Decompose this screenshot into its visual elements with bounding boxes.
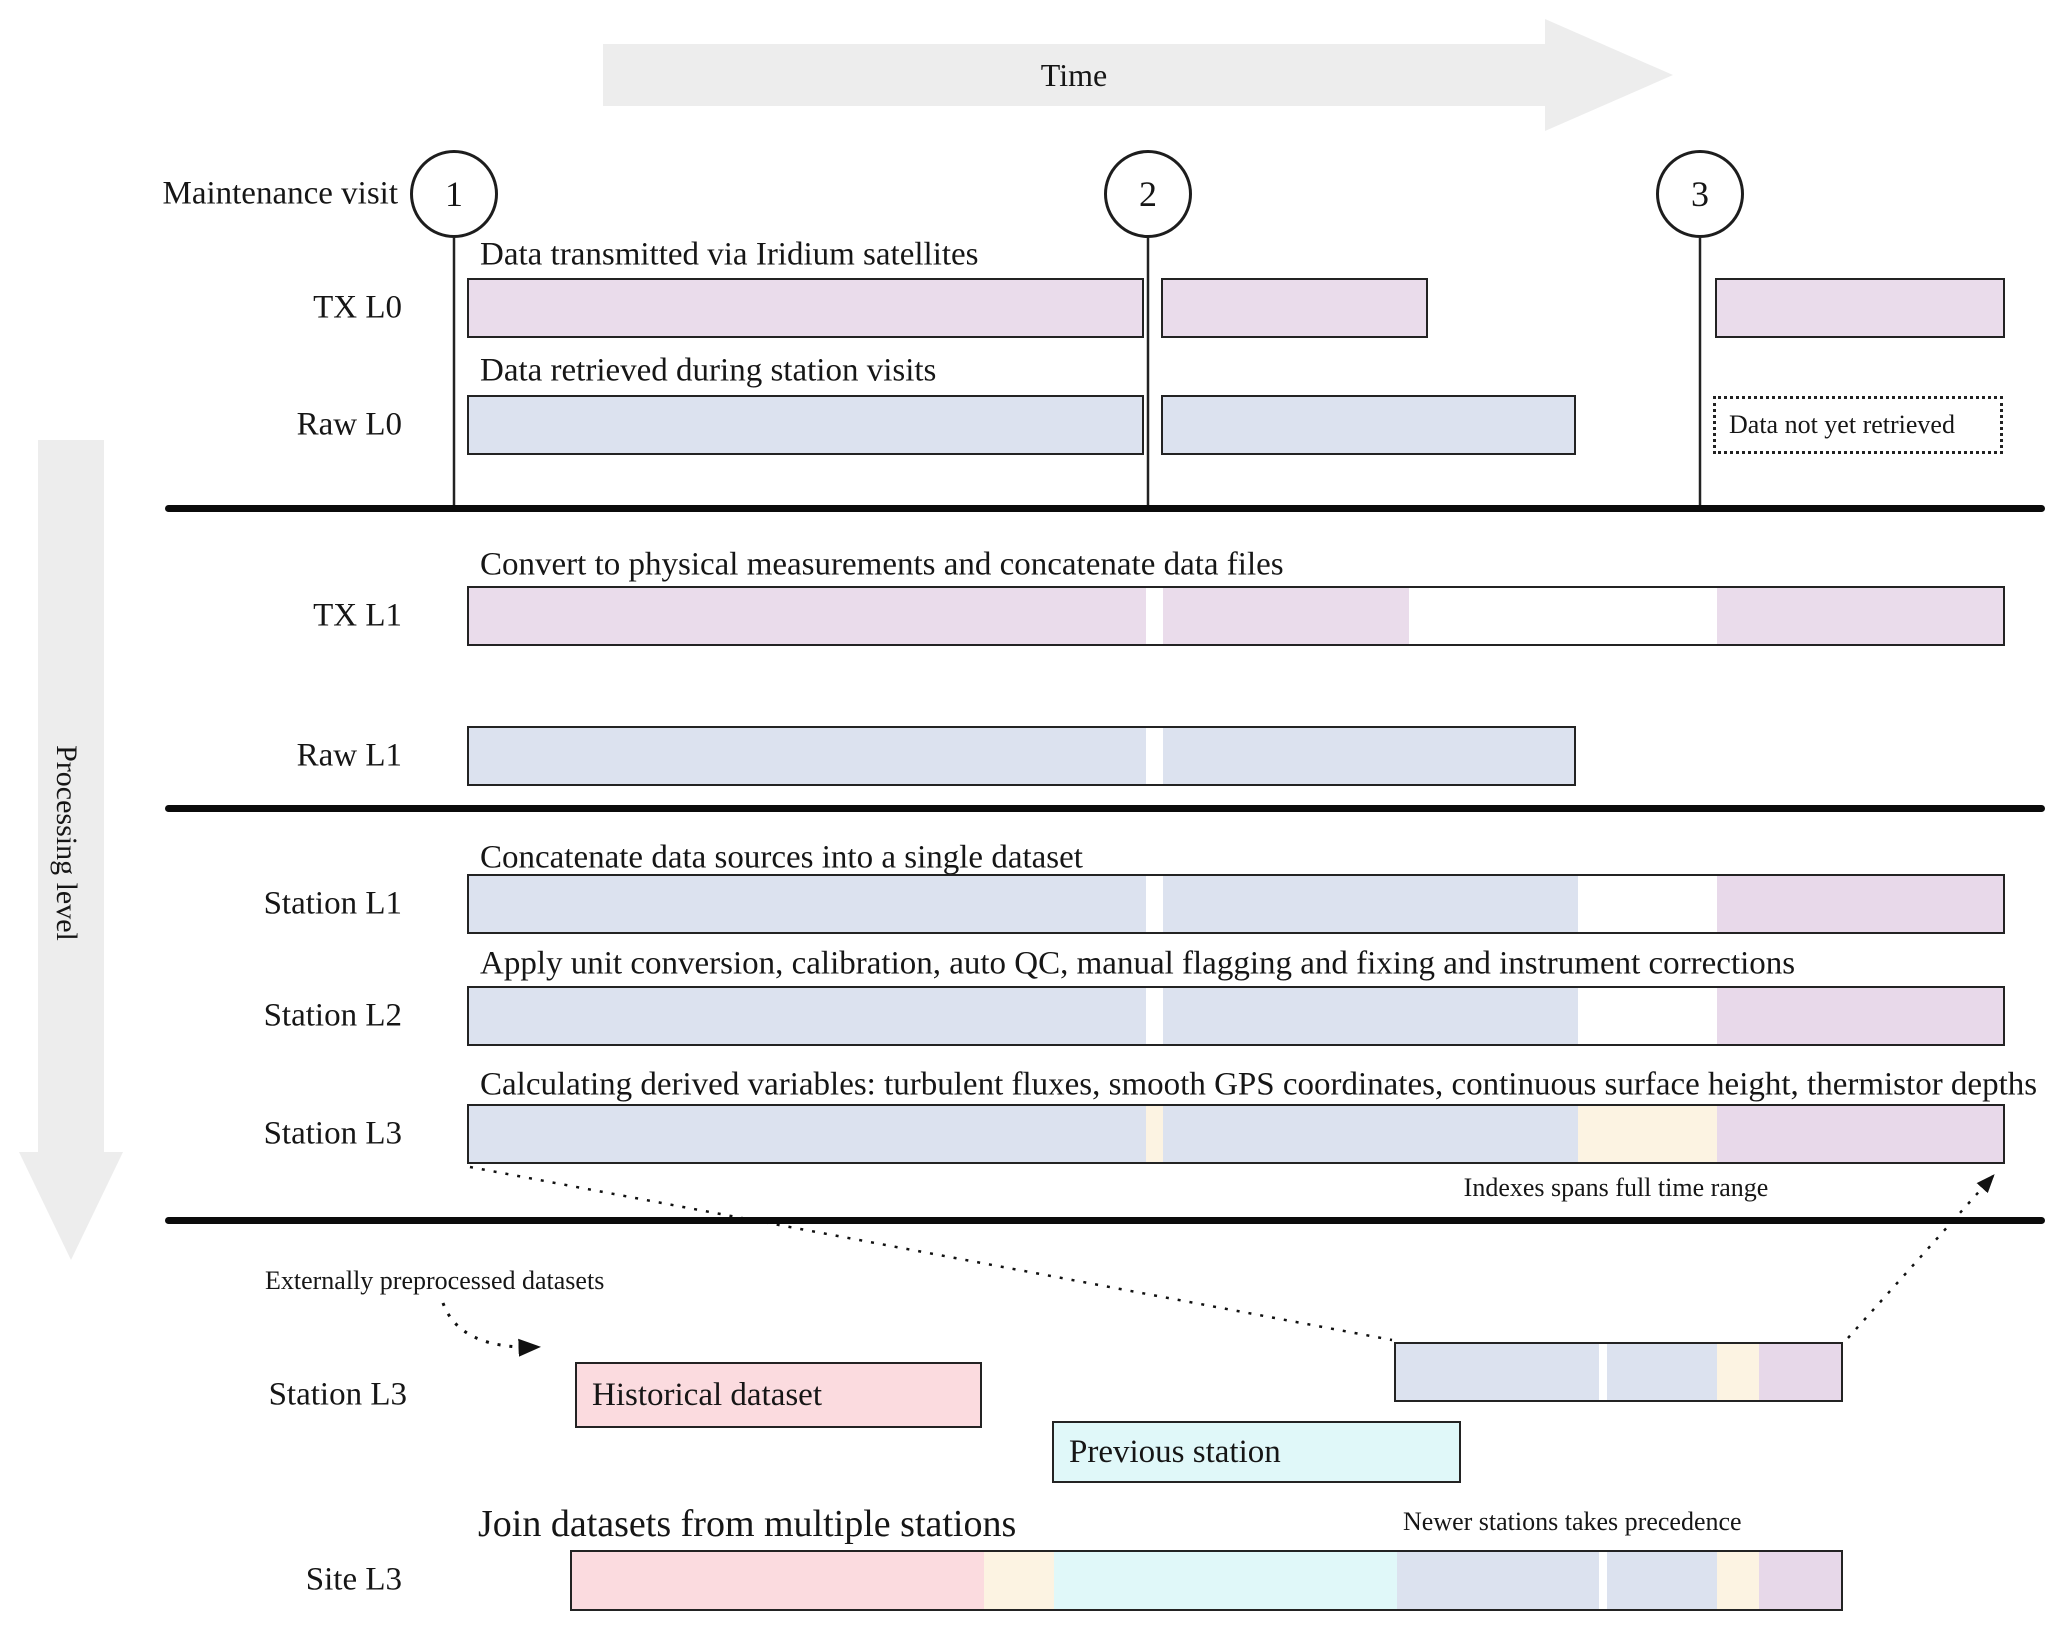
visit-3-number: 3 xyxy=(1691,174,1709,214)
station-l1-segment-2 xyxy=(1163,876,1578,932)
tx-l1-segment-1 xyxy=(469,588,1146,644)
time-arrow-head-icon xyxy=(1545,19,1673,131)
tx-l1-bar xyxy=(467,586,2005,646)
station-l3-zoom-line-right xyxy=(1847,1174,1995,1339)
row-label-station-l3: Station L3 xyxy=(263,1115,402,1152)
previous-station-box: Previous station xyxy=(1052,1421,1461,1483)
visit-2-number: 2 xyxy=(1139,174,1157,214)
raw-l1-segment-2 xyxy=(1163,728,1574,784)
row-label-raw-l0: Raw L0 xyxy=(296,406,402,443)
raw-l0-annotation: Data retrieved during station visits xyxy=(480,352,937,389)
level-divider-1 xyxy=(165,505,2045,512)
time-axis-label: Time xyxy=(1040,56,1108,93)
station-l1-bar xyxy=(467,874,2005,934)
station-l2-bar xyxy=(467,986,2005,1046)
site-l3-cream-segment-2 xyxy=(1717,1552,1759,1609)
station-l3-small-cream-segment xyxy=(1717,1344,1759,1400)
station-l2-segment-3 xyxy=(1717,988,2003,1044)
station-l2-segment-2 xyxy=(1163,988,1578,1044)
station-l2-segment-1 xyxy=(469,988,1146,1044)
visit-1-number: 1 xyxy=(445,174,463,214)
site-l3-blue-segment-2 xyxy=(1607,1552,1717,1609)
index-note: Indexes spans full time range xyxy=(1463,1173,1769,1202)
previous-station-label: Previous station xyxy=(1069,1433,1281,1470)
row-label-raw-l1: Raw L1 xyxy=(296,737,402,774)
station-l3-cream-segment xyxy=(1578,1106,1717,1162)
processing-level-label: Processing level xyxy=(50,745,83,941)
tx-l1-annotation: Convert to physical measurements and con… xyxy=(480,546,1284,583)
raw-l0-bar-period-2 xyxy=(1161,395,1576,455)
processing-level-arrow xyxy=(38,440,104,1152)
level-divider-2 xyxy=(165,805,2045,812)
raw-l1-segment-1 xyxy=(469,728,1146,784)
tx-l1-segment-3 xyxy=(1717,588,2003,644)
newer-stations-note: Newer stations takes precedence xyxy=(1403,1507,1742,1536)
station-l3-annotation: Calculating derived variables: turbulent… xyxy=(480,1066,2038,1103)
visit-2-marker: 2 xyxy=(1104,150,1192,238)
processing-level-arrow-head-icon xyxy=(19,1152,123,1260)
station-l3-small-bar xyxy=(1394,1342,1843,1402)
station-l3-bar xyxy=(467,1104,2005,1164)
site-l3-historical-segment xyxy=(572,1552,984,1609)
tx-l0-bar-period-3 xyxy=(1715,278,2005,338)
station-l3-segment-1 xyxy=(469,1106,1146,1162)
station-l3-small-segment-2 xyxy=(1607,1344,1717,1400)
site-l3-blue-segment-1 xyxy=(1397,1552,1599,1609)
tx-l1-segment-2 xyxy=(1163,588,1409,644)
visit-3-marker: 3 xyxy=(1656,150,1744,238)
site-l3-cream-segment-1 xyxy=(984,1552,1054,1609)
row-label-station-l1: Station L1 xyxy=(263,885,402,922)
station-l3-small-lilac-segment xyxy=(1759,1344,1841,1400)
external-datasets-arrow xyxy=(441,1302,541,1357)
station-l3-zoom-line-left xyxy=(469,1165,1393,1342)
historical-dataset-label: Historical dataset xyxy=(592,1376,823,1413)
station-l3-small-segment-1 xyxy=(1396,1344,1599,1400)
station-l1-segment-3 xyxy=(1717,876,2003,932)
external-datasets-note: Externally preprocessed datasets xyxy=(265,1266,605,1295)
historical-dataset-box: Historical dataset xyxy=(575,1362,982,1428)
station-l3-segment-3 xyxy=(1717,1106,2003,1162)
site-l3-lilac-segment xyxy=(1759,1552,1841,1609)
tx-l0-bar-period-2 xyxy=(1161,278,1428,338)
row-label-tx-l0: TX L0 xyxy=(313,289,402,326)
site-l3-bar xyxy=(570,1550,1843,1611)
join-datasets-annotation: Join datasets from multiple stations xyxy=(478,1503,1017,1545)
level-divider-3 xyxy=(165,1217,2045,1224)
data-not-retrieved-label: Data not yet retrieved xyxy=(1729,410,1955,439)
station-l3-segment-2 xyxy=(1163,1106,1578,1162)
data-not-retrieved-box: Data not yet retrieved xyxy=(1713,396,2003,454)
raw-l0-bar-period-1 xyxy=(467,395,1144,455)
row-label-site-l3: Site L3 xyxy=(305,1561,402,1598)
station-l1-segment-1 xyxy=(469,876,1146,932)
row-label-station-l2: Station L2 xyxy=(263,997,402,1034)
site-l3-previous-station-segment xyxy=(1054,1552,1397,1609)
station-l1-annotation: Concatenate data sources into a single d… xyxy=(480,839,1083,876)
row-label-station-l3-bottom: Station L3 xyxy=(268,1376,407,1413)
maintenance-visit-label: Maintenance visit xyxy=(162,175,398,212)
visit-1-marker: 1 xyxy=(410,150,498,238)
station-l3-gap-fill xyxy=(1146,1106,1163,1162)
time-arrow xyxy=(603,44,1545,106)
raw-l1-bar xyxy=(467,726,1576,786)
tx-l0-bar-period-1 xyxy=(467,278,1144,338)
tx-l0-annotation: Data transmitted via Iridium satellites xyxy=(480,236,979,273)
row-label-tx-l1: TX L1 xyxy=(313,597,402,634)
station-l2-annotation: Apply unit conversion, calibration, auto… xyxy=(480,945,1796,982)
